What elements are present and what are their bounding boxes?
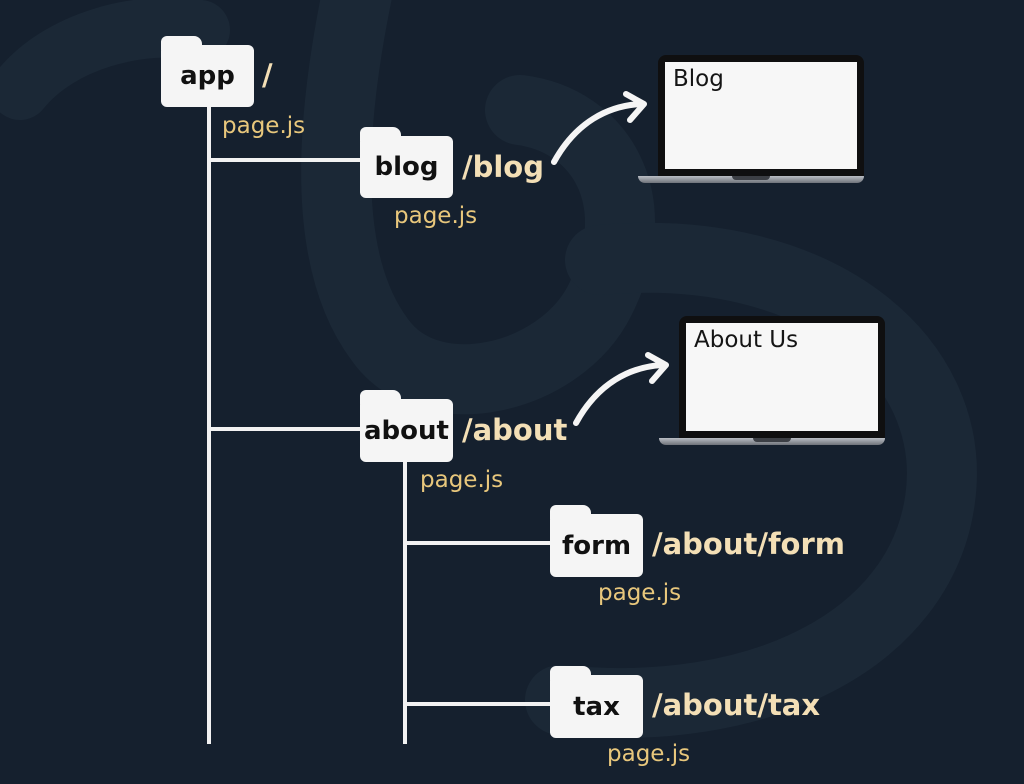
folder-label-about: about — [364, 415, 449, 446]
file-app-page: page.js — [222, 113, 306, 139]
file-form-page: page.js — [598, 580, 682, 606]
folder-label-tax: tax — [573, 691, 620, 722]
tree-branch-blog — [207, 158, 362, 162]
laptop-icon: About Us — [659, 316, 885, 446]
curved-arrow-icon — [573, 352, 669, 426]
file-tax-page: page.js — [607, 741, 691, 767]
tree-branch-about — [207, 427, 364, 431]
route-about: /about — [462, 413, 568, 447]
route-root: / — [262, 58, 273, 92]
folder-icon: form — [550, 505, 643, 577]
laptop-screen-blog: Blog — [665, 62, 857, 169]
laptop-icon: Blog — [638, 55, 864, 185]
folder-icon: app — [161, 36, 254, 107]
file-blog-page: page.js — [394, 203, 478, 229]
tree-trunk-about — [403, 462, 407, 744]
route-about-tax: /about/tax — [652, 688, 821, 722]
tree-branch-tax — [403, 702, 553, 706]
folder-icon: tax — [550, 666, 643, 738]
folder-label-app: app — [180, 61, 235, 91]
tree-trunk-main — [207, 104, 211, 744]
route-blog: /blog — [462, 150, 544, 184]
file-about-page: page.js — [420, 467, 504, 493]
folder-label-blog: blog — [374, 152, 439, 182]
tree-branch-form — [403, 541, 553, 545]
folder-icon: blog — [360, 127, 453, 198]
curved-arrow-icon — [551, 91, 647, 165]
route-about-form: /about/form — [652, 527, 846, 561]
laptop-screen-about: About Us — [686, 323, 878, 431]
folder-icon: about — [360, 390, 453, 462]
folder-label-form: form — [561, 530, 632, 561]
